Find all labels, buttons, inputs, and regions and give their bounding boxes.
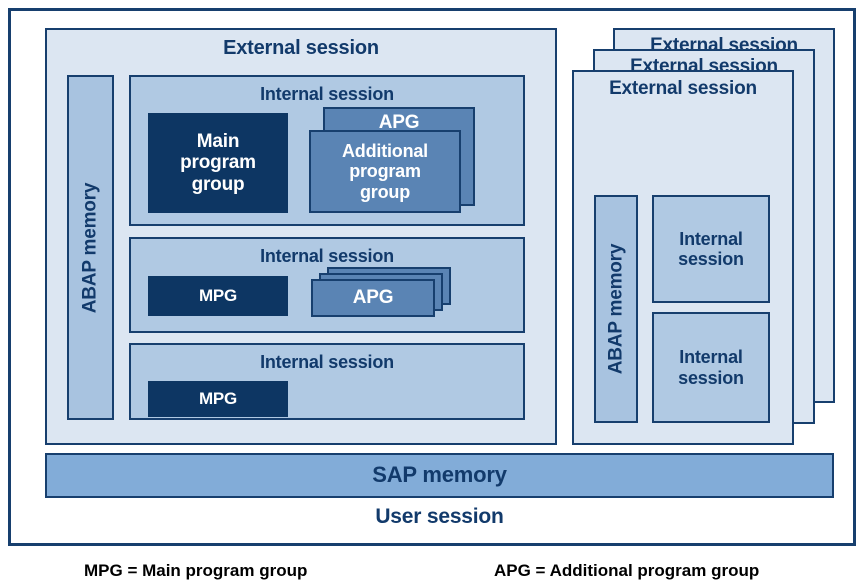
- apg1-line2: program: [349, 161, 421, 182]
- main-program-group-2[interactable]: MPG: [148, 276, 288, 316]
- internal-session-2-label: Internal session: [260, 246, 394, 266]
- external-session-left-label: External session: [223, 37, 379, 59]
- apg-stack-card-1-label: APG: [352, 287, 394, 309]
- additional-program-group-1-label: Additional program group: [311, 141, 459, 201]
- user-session-label: User session: [375, 505, 504, 528]
- mpg1-line1: Main: [196, 131, 240, 153]
- main-program-group-3[interactable]: MPG: [148, 381, 288, 417]
- external-session-stack-front-label: External session: [609, 78, 757, 99]
- external-session-left[interactable]: External session ABAP memory Internal se…: [45, 28, 557, 445]
- mpg1-line3: group: [191, 173, 245, 195]
- additional-program-group-1[interactable]: Additional program group: [309, 130, 461, 213]
- abap-memory-right[interactable]: ABAP memory: [594, 195, 638, 423]
- internal-session-2[interactable]: Internal session MPG APG: [129, 237, 525, 333]
- internal-session-right-1-line1: Internal: [679, 228, 743, 249]
- apg1-line3: group: [360, 181, 410, 202]
- apg1-line1: Additional: [342, 141, 428, 162]
- internal-session-3[interactable]: Internal session MPG: [129, 343, 525, 420]
- external-session-stack-front[interactable]: External session ABAP memory Internal se…: [572, 70, 794, 445]
- mpg1-line2: program: [180, 152, 256, 174]
- internal-session-right-2[interactable]: Internal session: [652, 312, 770, 423]
- legend-mpg: MPG = Main program group: [84, 561, 308, 580]
- sap-memory-label: SAP memory: [372, 462, 507, 488]
- main-program-group-1-label: Main program group: [150, 131, 286, 195]
- abap-memory-left-label: ABAP memory: [79, 182, 101, 313]
- main-program-group-2-label: MPG: [198, 286, 238, 306]
- apg-stack-card-1[interactable]: APG: [311, 279, 435, 317]
- internal-session-1[interactable]: Internal session Main program group APG …: [129, 75, 525, 226]
- internal-session-right-2-label: Internal session: [654, 347, 768, 387]
- abap-memory-right-label: ABAP memory: [605, 243, 626, 375]
- sap-memory-bar[interactable]: SAP memory: [45, 453, 834, 498]
- internal-session-right-1-line2: session: [678, 249, 744, 269]
- apg-back-card-1-label: APG: [378, 112, 420, 133]
- abap-memory-left[interactable]: ABAP memory: [67, 75, 114, 420]
- internal-session-3-label: Internal session: [260, 352, 394, 372]
- legend-apg: APG = Additional program group: [494, 561, 760, 580]
- internal-session-right-1[interactable]: Internal session: [652, 195, 770, 303]
- internal-session-right-2-line2: session: [678, 367, 744, 388]
- internal-session-right-2-line1: Internal: [679, 347, 743, 368]
- main-program-group-1[interactable]: Main program group: [148, 113, 288, 213]
- main-program-group-3-label: MPG: [198, 389, 238, 409]
- internal-session-1-label: Internal session: [260, 84, 394, 104]
- internal-session-right-1-label: Internal session: [654, 229, 768, 269]
- user-session-label-wrap: User session: [45, 505, 834, 529]
